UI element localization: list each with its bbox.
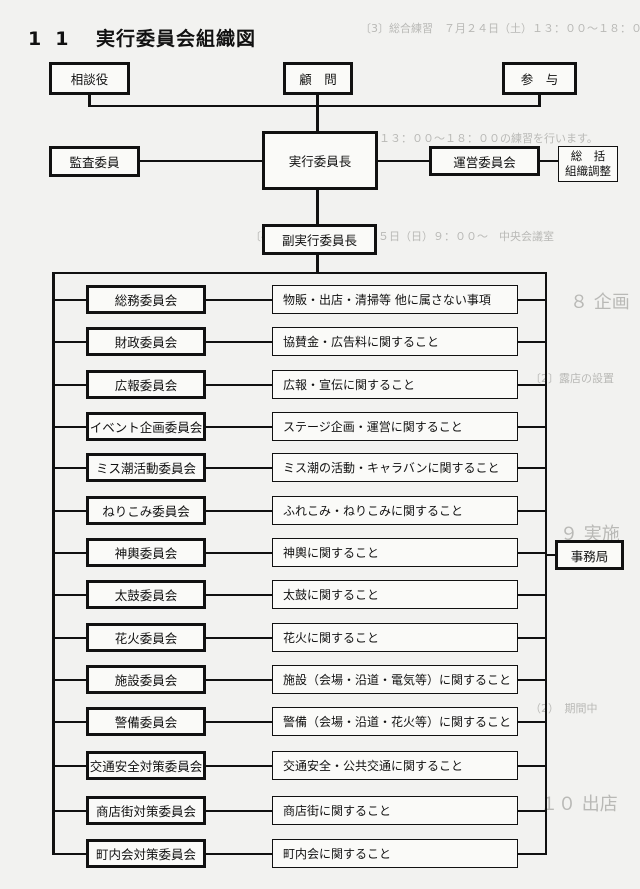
duty-box: ステージ企画・運営に関すること bbox=[272, 412, 518, 441]
connector bbox=[545, 554, 557, 556]
duty-text: ステージ企画・運営に関すること bbox=[283, 420, 463, 434]
committee-name: 神輿委員会 bbox=[114, 546, 178, 561]
duty-box: 広報・宣伝に関すること bbox=[272, 370, 518, 399]
duty-box: ふれこみ・ねりこみに関すること bbox=[272, 496, 518, 525]
komon-box: 顧 問 bbox=[283, 62, 353, 95]
committee-box: 施設委員会 bbox=[86, 665, 206, 694]
page-title: 11 実行委員会組織図 bbox=[28, 24, 256, 51]
unei-box: 運営委員会 bbox=[429, 146, 540, 176]
duty-text: 物販・出店・清掃等 他に属さない事項 bbox=[283, 293, 491, 307]
duty-text: 町内会に関すること bbox=[283, 847, 392, 861]
committee-name: ミス潮活動委員会 bbox=[95, 461, 196, 476]
committee-box: ねりこみ委員会 bbox=[86, 496, 206, 525]
committee-name: 警備委員会 bbox=[114, 715, 178, 730]
duty-text: 太鼓に関すること bbox=[283, 588, 380, 602]
duty-box: 町内会に関すること bbox=[272, 839, 518, 868]
committee-name: 太鼓委員会 bbox=[114, 588, 178, 603]
duty-box: 交通安全・公共交通に関すること bbox=[272, 751, 518, 780]
jikko-chair-label: 実行委員長 bbox=[288, 154, 352, 169]
committee-box: 太鼓委員会 bbox=[86, 580, 206, 609]
connector bbox=[545, 272, 547, 855]
committee-name: 商店街対策委員会 bbox=[95, 804, 196, 819]
committee-box: 交通安全対策委員会 bbox=[86, 751, 206, 780]
sanyo-box: 参 与 bbox=[502, 62, 577, 95]
title-text: 実行委員会組織図 bbox=[96, 28, 257, 50]
duty-box: 太鼓に関すること bbox=[272, 580, 518, 609]
duty-text: 協賛金・広告料に関すること bbox=[283, 335, 440, 349]
vice-chair-label: 副実行委員長 bbox=[281, 233, 357, 248]
committee-name: 交通安全対策委員会 bbox=[89, 759, 203, 774]
duty-text: 商店街に関すること bbox=[283, 804, 392, 818]
committee-box: 総務委員会 bbox=[86, 285, 206, 314]
duty-text: ミス潮の活動・キャラバンに関すること bbox=[283, 461, 500, 475]
connector bbox=[316, 93, 319, 131]
duty-text: 神輿に関すること bbox=[283, 546, 380, 560]
duty-box: 施設（会場・沿道・電気等）に関すること bbox=[272, 665, 518, 694]
duty-box: 協賛金・広告料に関すること bbox=[272, 327, 518, 356]
section-number: 11 bbox=[28, 28, 83, 50]
soukatsu-box: 総 括 組織調整 bbox=[558, 146, 618, 182]
committee-name: 施設委員会 bbox=[114, 673, 178, 688]
connector bbox=[88, 93, 91, 107]
vice-chair-box: 副実行委員長 bbox=[262, 224, 377, 255]
connector bbox=[539, 160, 559, 162]
duty-box: 物販・出店・清掃等 他に属さない事項 bbox=[272, 285, 518, 314]
connector bbox=[538, 93, 541, 107]
duty-box: 神輿に関すること bbox=[272, 538, 518, 567]
committee-name: イベント企画委員会 bbox=[89, 420, 203, 435]
connector bbox=[139, 160, 263, 162]
soukatsu-label: 総 括 bbox=[570, 149, 606, 163]
duty-text: 花火に関すること bbox=[283, 631, 380, 645]
committee-name: 町内会対策委員会 bbox=[95, 847, 196, 862]
committee-name: ねりこみ委員会 bbox=[102, 504, 190, 519]
duty-text: ふれこみ・ねりこみに関すること bbox=[283, 504, 464, 518]
duty-box: 警備（会場・沿道・花火等）に関すること bbox=[272, 707, 518, 736]
sanyo-label: 参 与 bbox=[520, 72, 559, 87]
duty-text: 広報・宣伝に関すること bbox=[283, 378, 416, 392]
soshiki-label: 組織調整 bbox=[565, 164, 611, 178]
committee-box: 警備委員会 bbox=[86, 707, 206, 736]
committee-box: 神輿委員会 bbox=[86, 538, 206, 567]
jikko-chair-box: 実行委員長 bbox=[262, 131, 378, 190]
connector bbox=[52, 272, 547, 274]
kansa-label: 監査委員 bbox=[69, 155, 120, 170]
committee-box: イベント企画委員会 bbox=[86, 412, 206, 441]
committee-name: 総務委員会 bbox=[114, 293, 178, 308]
soudanyaku-label: 相談役 bbox=[70, 72, 109, 87]
duty-box: ミス潮の活動・キャラバンに関すること bbox=[272, 453, 518, 482]
committee-box: ミス潮活動委員会 bbox=[86, 453, 206, 482]
committee-box: 町内会対策委員会 bbox=[86, 839, 206, 868]
unei-label: 運営委員会 bbox=[453, 154, 516, 170]
committee-name: 財政委員会 bbox=[114, 335, 178, 350]
duty-text: 交通安全・公共交通に関すること bbox=[283, 759, 464, 773]
jimukyoku-box: 事務局 bbox=[555, 540, 624, 570]
connector bbox=[316, 189, 319, 225]
duty-box: 花火に関すること bbox=[272, 623, 518, 652]
committee-box: 花火委員会 bbox=[86, 623, 206, 652]
connector bbox=[52, 272, 55, 855]
connector bbox=[88, 105, 540, 107]
committee-name: 広報委員会 bbox=[114, 378, 178, 393]
jimukyoku-label: 事務局 bbox=[570, 548, 609, 564]
committee-box: 商店街対策委員会 bbox=[86, 796, 206, 825]
committee-name: 花火委員会 bbox=[114, 631, 178, 646]
connector bbox=[316, 254, 319, 274]
committee-box: 財政委員会 bbox=[86, 327, 206, 356]
committee-box: 広報委員会 bbox=[86, 370, 206, 399]
soudanyaku-box: 相談役 bbox=[49, 62, 130, 95]
connector bbox=[376, 160, 430, 162]
kansa-box: 監査委員 bbox=[49, 146, 140, 177]
duty-text: 施設（会場・沿道・電気等）に関すること bbox=[283, 673, 512, 687]
komon-label: 顧 問 bbox=[299, 72, 337, 87]
duty-box: 商店街に関すること bbox=[272, 796, 518, 825]
duty-text: 警備（会場・沿道・花火等）に関すること bbox=[283, 715, 512, 729]
